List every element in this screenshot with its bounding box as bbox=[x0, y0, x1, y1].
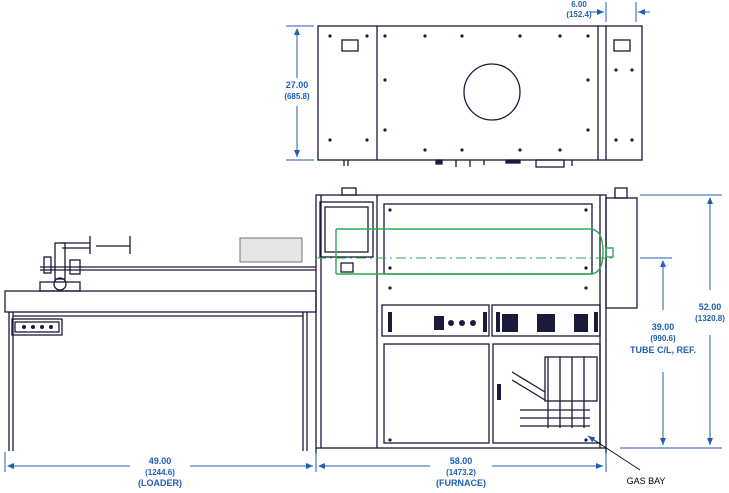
loader-boat-comb bbox=[239, 237, 303, 263]
dim-top-depth-mm: (685.8) bbox=[284, 92, 310, 101]
dim-tube-cl-mm: (990.6) bbox=[650, 334, 676, 343]
dim-total-height-mm: (1320.8) bbox=[695, 314, 725, 323]
dim-tube-cl-ref: TUBE C/L, REF. bbox=[630, 345, 696, 355]
process-tube bbox=[316, 228, 614, 275]
dim-tube-cl bbox=[640, 257, 672, 445]
top-view bbox=[317, 25, 643, 168]
dim-loader bbox=[4, 452, 317, 472]
furnace-controls bbox=[388, 312, 598, 400]
loader bbox=[4, 236, 317, 451]
dim-total-height-inch: 52.00 bbox=[699, 302, 722, 312]
dim-total-height bbox=[620, 194, 722, 449]
dim-top-width-inch: 6.00 bbox=[571, 0, 587, 9]
furnace bbox=[315, 187, 638, 454]
dim-top-width bbox=[590, 2, 650, 22]
dim-loader-mm: (1244.6) bbox=[145, 468, 175, 477]
dim-top-depth-inch: 27.00 bbox=[286, 80, 309, 90]
gas-bay-leader bbox=[587, 435, 641, 471]
gas-bay-label: GAS BAY bbox=[627, 476, 666, 486]
dim-furnace bbox=[318, 452, 607, 472]
dim-loader-name: (LOADER) bbox=[138, 478, 182, 488]
dim-furnace-name: (FURNACE) bbox=[436, 478, 486, 488]
furnace-screws bbox=[388, 208, 588, 442]
dim-furnace-inch: 58.00 bbox=[450, 456, 473, 466]
top-view-screws bbox=[328, 34, 634, 152]
dim-top-width-mm: (152.4) bbox=[566, 10, 592, 19]
dim-furnace-mm: (1473.2) bbox=[446, 468, 476, 477]
dim-loader-inch: 49.00 bbox=[149, 456, 172, 466]
dim-top-depth bbox=[286, 25, 314, 161]
dim-tube-cl-inch: 39.00 bbox=[652, 322, 675, 332]
loader-panel-knobs bbox=[22, 325, 53, 329]
